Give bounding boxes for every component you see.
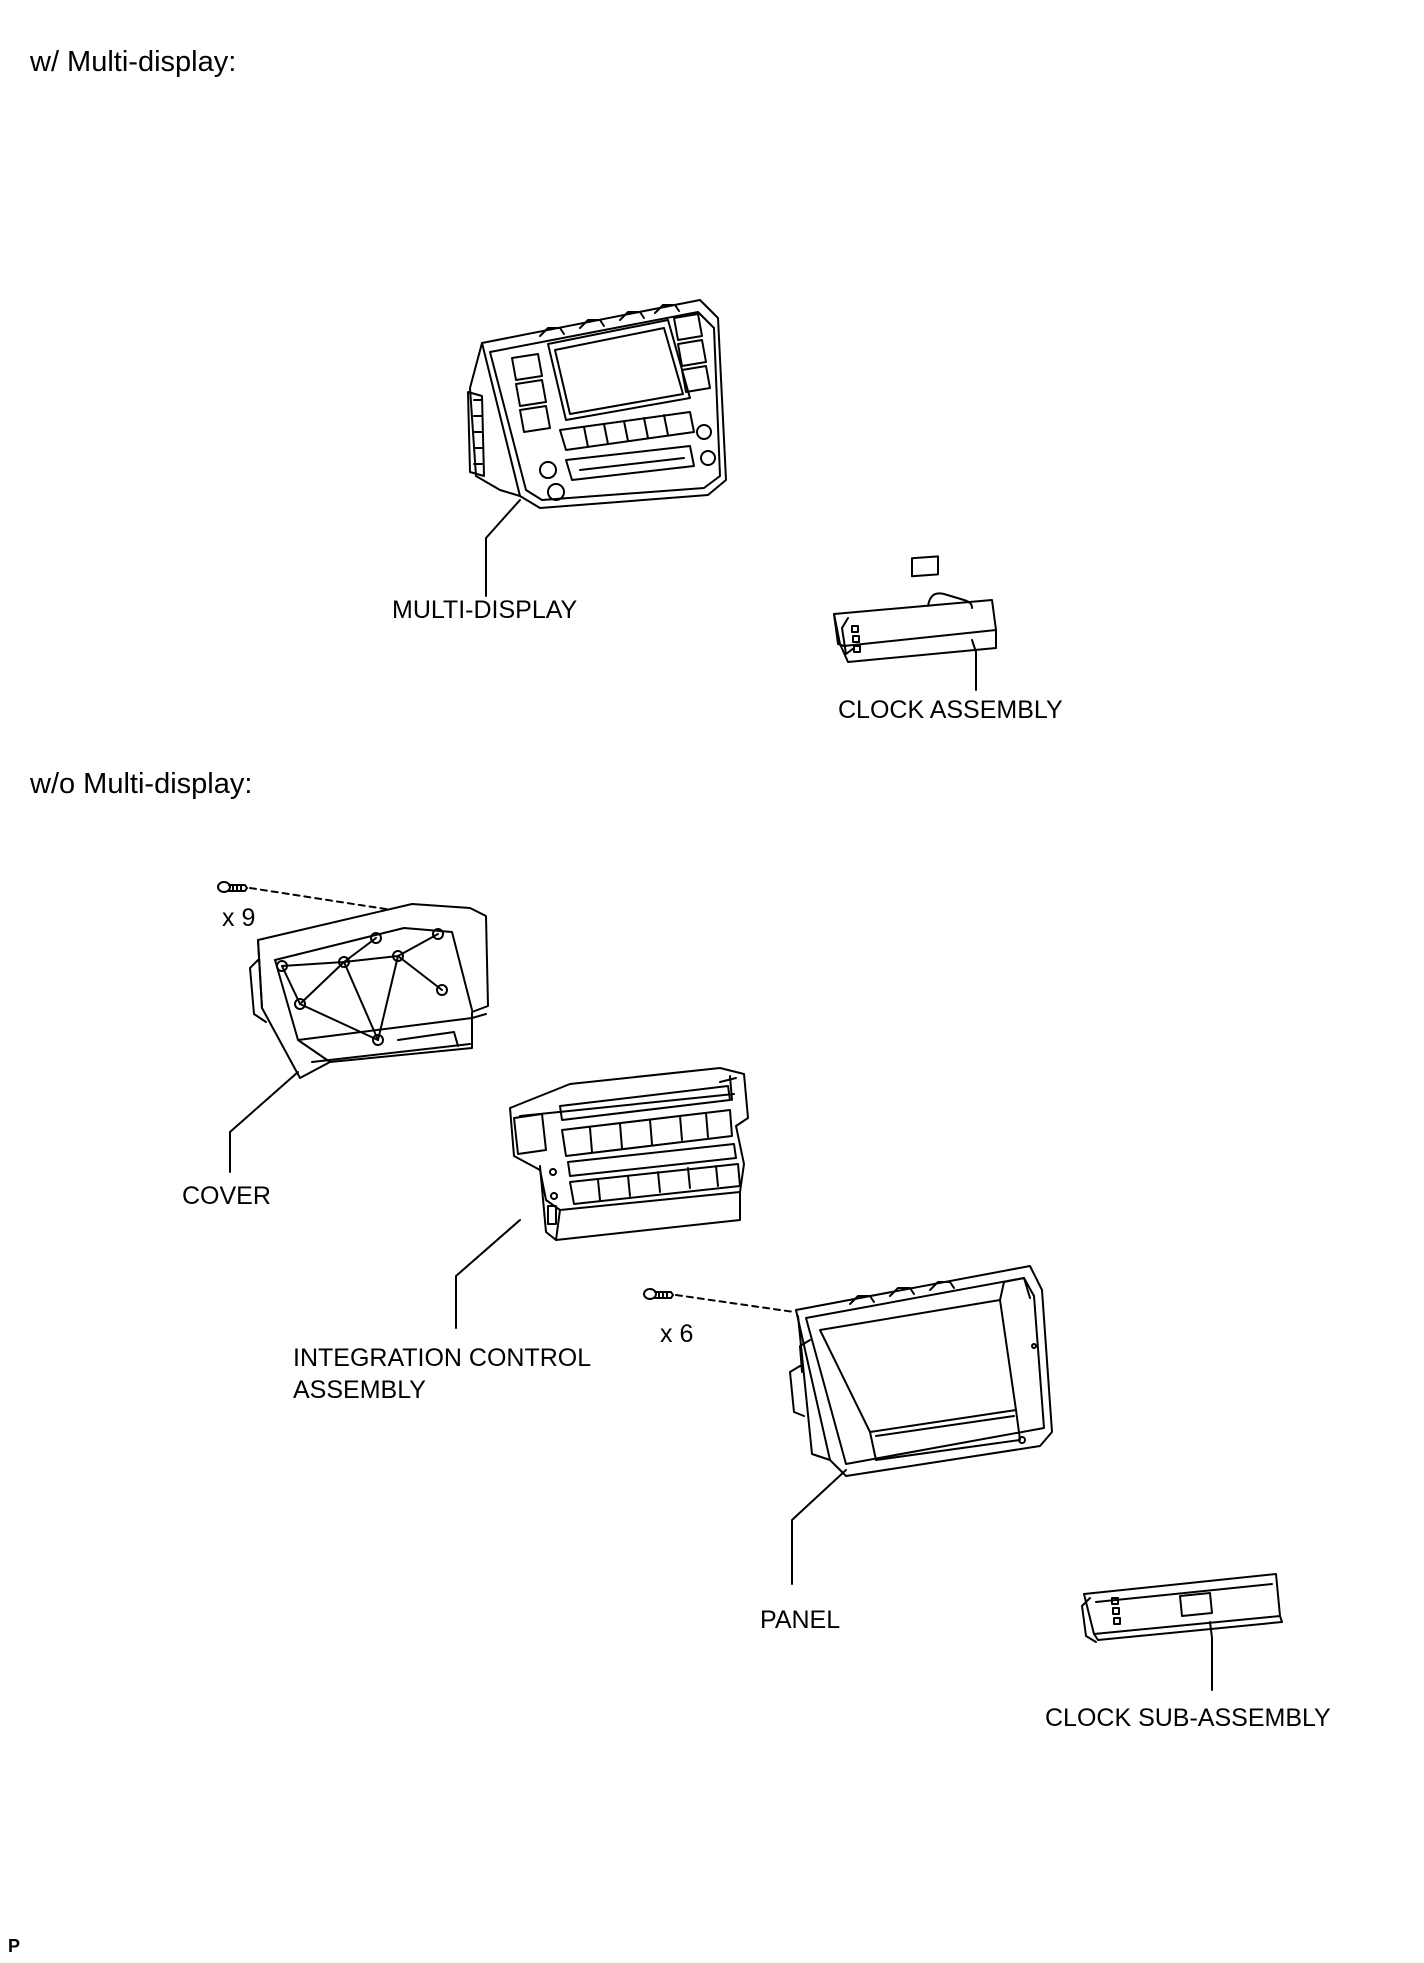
heading-without-multi-display: w/o Multi-display: (30, 768, 253, 800)
cover-part (249, 903, 489, 1079)
leader-clock-assembly (971, 639, 977, 691)
label-cover-screw-qty: x 9 (222, 904, 256, 932)
label-panel-screw-qty: x 6 (660, 1320, 694, 1348)
panel-screw-leader (675, 1294, 795, 1313)
leader-integration-control (455, 1219, 521, 1329)
heading-with-multi-display: w/ Multi-display: (30, 46, 237, 78)
panel-screw-icon (643, 1288, 674, 1300)
cover-screw-icon (217, 881, 248, 893)
leader-clock-sub-assembly (1209, 1621, 1213, 1691)
clock-assembly-part (833, 555, 997, 663)
integration-control-part (509, 1067, 749, 1241)
label-multi-display: MULTI-DISPLAY (392, 596, 578, 624)
cover-screw-leader (249, 887, 419, 915)
leader-multi-display (485, 499, 521, 597)
leader-cover (229, 1071, 299, 1173)
label-integration-control-line2: ASSEMBLY (293, 1376, 426, 1404)
panel-part (789, 1265, 1053, 1477)
label-panel: PANEL (760, 1606, 841, 1634)
multi-display-part (467, 299, 727, 509)
clock-sub-assembly-part (1081, 1573, 1283, 1643)
figure-code: P (8, 1936, 21, 1956)
leader-panel (791, 1469, 847, 1585)
label-clock-assembly: CLOCK ASSEMBLY (838, 696, 1063, 724)
label-cover: COVER (182, 1182, 271, 1210)
label-clock-sub-assembly: CLOCK SUB-ASSEMBLY (1045, 1704, 1331, 1732)
label-integration-control-line1: INTEGRATION CONTROL (293, 1344, 592, 1372)
